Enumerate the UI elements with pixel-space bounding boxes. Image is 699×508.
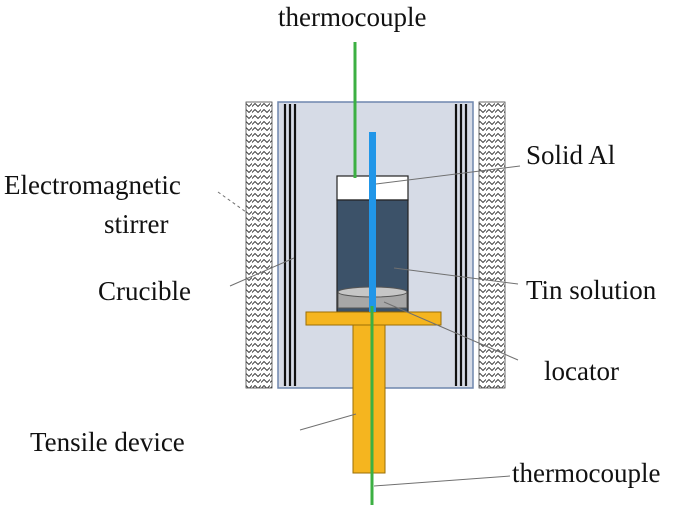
label-stirrer: stirrer xyxy=(104,209,169,239)
leader-locator xyxy=(383,301,519,361)
leader-thermocouple-bottom xyxy=(373,475,511,487)
leader-solid-al xyxy=(375,165,521,185)
label-solid-al: Solid Al xyxy=(526,140,616,170)
leader-crucible xyxy=(229,257,295,287)
label-tin-solution: Tin solution xyxy=(526,275,657,305)
crucible-wall-left xyxy=(283,104,297,386)
label-thermocouple-top: thermocouple xyxy=(278,2,427,32)
solid-al-rod xyxy=(369,132,376,312)
stirrer-coil-left xyxy=(245,101,273,389)
label-locator: locator xyxy=(544,356,619,386)
label-tensile-device: Tensile device xyxy=(30,427,185,457)
label-thermocouple-bottom: thermocouple xyxy=(512,458,661,488)
leader-stirrer xyxy=(217,191,261,223)
leader-tensile-device xyxy=(299,413,357,431)
leader-tin-solution xyxy=(393,267,519,285)
label-crucible: Crucible xyxy=(98,276,191,306)
tensile-device-rod xyxy=(352,324,386,474)
label-electromagnetic: Electromagnetic xyxy=(4,170,181,200)
crucible-wall-right xyxy=(454,104,468,386)
stirrer-coil-right xyxy=(478,101,506,389)
